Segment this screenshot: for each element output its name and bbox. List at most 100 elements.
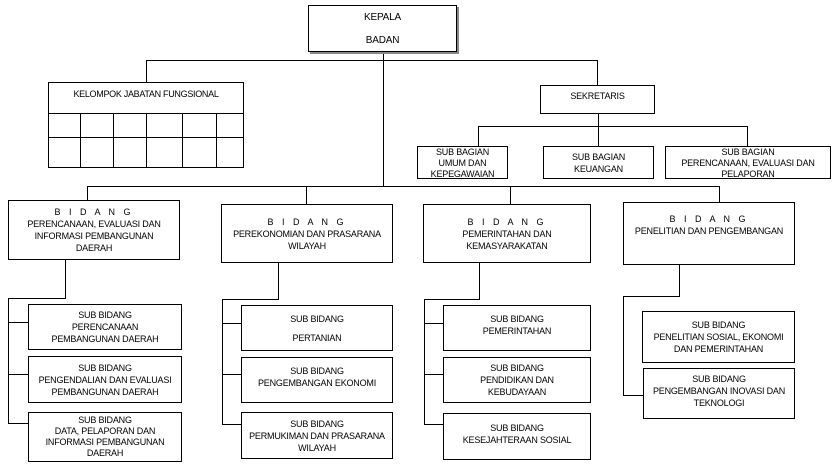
- sub-bidang-permukiman-box: SUB BIDANG PERMUKIMAN DAN PRASARANA WILA…: [241, 412, 393, 459]
- sub-bidang-line: PEMBANGUNAN DAERAH: [51, 386, 159, 397]
- fungsional-title-box: KELOMPOK JABATAN FUNGSIONAL: [48, 82, 244, 114]
- connector-line: [424, 374, 444, 375]
- sub-bagian-line: KEPEGAWAIAN: [430, 169, 495, 179]
- fungsional-grid-cell: [49, 138, 80, 167]
- bidang-line: DAERAH: [75, 243, 113, 253]
- sub-bagian-perencanaan-box: SUB BAGIAN PERENCANAAN, EVALUASI DAN PEL…: [665, 146, 831, 179]
- sub-bidang-line: DAN PEMERINTAHAN: [673, 344, 764, 354]
- bidang-line: KEMASYARAKATAN: [466, 240, 548, 251]
- connector-line: [8, 322, 28, 323]
- sekretaris-box: SEKRETARIS: [540, 85, 655, 114]
- sub-bidang-line: KESEJAHTERAAN SOSIAL: [462, 435, 572, 445]
- sub-bagian-line: SUB BAGIAN: [721, 147, 775, 157]
- sub-bidang-pendidikan-box: SUB BIDANG PENDIDIKAN DAN KEBUDAYAAN: [443, 357, 591, 403]
- connector-line: [278, 263, 279, 300]
- sub-bidang-line: PENDIDIKAN DAN: [480, 375, 554, 385]
- sub-bidang-pemerintahan-box: SUB BIDANG PEMERINTAHAN: [443, 305, 591, 351]
- connector-line: [8, 374, 28, 375]
- connector-line: [146, 60, 598, 61]
- sub-bidang-line: PENGEMBANGAN INOVASI DAN: [652, 386, 786, 396]
- connector-line: [424, 299, 425, 425]
- sub-bidang-line: SUB BIDANG: [290, 418, 344, 429]
- fungsional-grid-cell: [216, 138, 243, 167]
- sub-bidang-line: PERMUKIMAN DAN PRASARANA: [249, 430, 385, 441]
- sub-bidang-line: PERENCANAAN: [71, 322, 139, 332]
- connector-line: [478, 126, 748, 127]
- connector-line: [87, 186, 720, 187]
- bidang-heading: B I D A N G: [669, 214, 749, 224]
- sub-bidang-perencanaan-pembangunan-box: SUB BIDANG PERENCANAAN PEMBANGUNAN DAERA…: [28, 304, 182, 350]
- sub-bagian-line: PELAPORAN: [721, 169, 775, 179]
- sub-bidang-line: SUB BIDANG: [290, 313, 344, 324]
- sub-bagian-keuangan-box: SUB BAGIAN KEUANGAN: [543, 146, 654, 179]
- sekretaris-label: SEKRETARIS: [570, 91, 625, 101]
- sub-bidang-line: SUB BIDANG: [490, 423, 544, 433]
- bidang-perencanaan-box: B I D A N G PERENCANAAN, EVALUASI DAN IN…: [8, 200, 180, 260]
- connector-line: [623, 296, 680, 297]
- sub-bidang-pengendalian-box: SUB BIDANG PENGENDALIAN DAN EVALUASI PEM…: [28, 356, 182, 403]
- sub-bidang-line: SUB BIDANG: [490, 363, 544, 373]
- connector-line: [222, 299, 279, 300]
- sub-bidang-line: DAERAH: [86, 448, 124, 458]
- connector-line: [146, 60, 147, 82]
- connector-line: [306, 186, 307, 204]
- fungsional-grid-row: [49, 137, 243, 167]
- sub-bidang-line: SUB BIDANG: [78, 415, 132, 425]
- fungsional-grid: [48, 113, 244, 168]
- kepala-label: KEPALA: [364, 11, 401, 23]
- sub-bidang-line: PENELITIAN SOSIAL, EKONOMI: [653, 332, 784, 342]
- fungsional-grid-cell: [182, 138, 216, 167]
- fungsional-grid-cell: [113, 138, 146, 167]
- sub-bidang-line: INFORMASI PEMBANGUNAN: [45, 437, 165, 447]
- sub-bidang-pertanian-box: SUB BIDANG PERTANIAN: [241, 305, 393, 351]
- sub-bidang-line: KEBUDAYAAN: [487, 387, 547, 397]
- bidang-line: PERENCANAAN, EVALUASI DAN: [27, 219, 161, 229]
- badan-label: BADAN: [365, 34, 400, 46]
- sub-bidang-line: PENGEMBANGAN EKONOMI: [257, 378, 377, 388]
- sub-bidang-penelitian-sosial-box: SUB BIDANG PENELITIAN SOSIAL, EKONOMI DA…: [642, 311, 795, 363]
- sub-bagian-line: UMUM DAN: [438, 158, 487, 168]
- sub-bidang-line: PEMBANGUNAN DAERAH: [51, 334, 159, 344]
- sub-bidang-line: SUB BIDANG: [78, 362, 132, 373]
- connector-line: [222, 424, 242, 425]
- bidang-line: INFORMASI PEMBANGUNAN: [34, 231, 154, 241]
- sub-bagian-line: SUB BAGIAN: [435, 147, 489, 157]
- connector-line: [510, 186, 511, 204]
- sub-bidang-line: SUB BIDANG: [691, 320, 746, 330]
- sub-bagian-line: SUB BAGIAN: [571, 151, 625, 162]
- sub-bagian-umum-box: SUB BAGIAN UMUM DAN KEPEGAWAIAN: [417, 146, 508, 179]
- sub-bidang-line: DATA, PELAPORAN DAN: [54, 426, 156, 436]
- sub-bidang-line: WILAYAH: [298, 442, 336, 453]
- sub-bidang-kesejahteraan-box: SUB BIDANG KESEJAHTERAAN SOSIAL: [443, 413, 591, 460]
- sub-bidang-line: SUB BIDANG: [78, 310, 132, 320]
- connector-line: [424, 299, 480, 300]
- sub-bidang-data-pelaporan-box: SUB BIDANG DATA, PELAPORAN DAN INFORMASI…: [28, 412, 182, 462]
- connector-line: [719, 186, 720, 202]
- sub-bidang-line: PENGENDALIAN DAN EVALUASI: [38, 374, 172, 385]
- sub-bidang-line: SUB BIDANG: [290, 366, 344, 376]
- sub-bidang-inovasi-teknologi-box: SUB BIDANG PENGEMBANGAN INOVASI DAN TEKN…: [643, 368, 795, 419]
- sub-bidang-pengembangan-ekonomi-box: SUB BIDANG PENGEMBANGAN EKONOMI: [241, 357, 393, 403]
- connector-line: [597, 60, 598, 85]
- connector-line: [679, 265, 680, 297]
- connector-line: [623, 296, 624, 396]
- connector-line: [65, 260, 66, 298]
- sub-bidang-line: TEKNOLOGI: [693, 398, 745, 408]
- bidang-line: PEREKONOMIAN DAN PRASARANA: [233, 228, 381, 239]
- connector-line: [623, 395, 643, 396]
- connector-line: [747, 126, 748, 146]
- sub-bidang-line: PERTANIAN: [292, 332, 342, 343]
- connector-line: [478, 126, 479, 146]
- connector-line: [479, 263, 480, 300]
- bidang-heading: B I D A N G: [467, 216, 547, 227]
- connector-line: [8, 298, 66, 299]
- sub-bagian-line: PERENCANAAN, EVALUASI DAN: [681, 158, 815, 168]
- connector-line: [598, 113, 599, 147]
- bidang-line: PEMERINTAHAN DAN: [462, 228, 552, 239]
- fungsional-title: KELOMPOK JABATAN FUNGSIONAL: [73, 89, 219, 99]
- fungsional-grid-cell: [113, 114, 146, 137]
- connector-line: [222, 374, 242, 375]
- connector-line: [222, 323, 242, 324]
- fungsional-grid-cell: [80, 138, 113, 167]
- bidang-penelitian-box: B I D A N G PENELITIAN DAN PENGEMBANGAN: [623, 202, 795, 265]
